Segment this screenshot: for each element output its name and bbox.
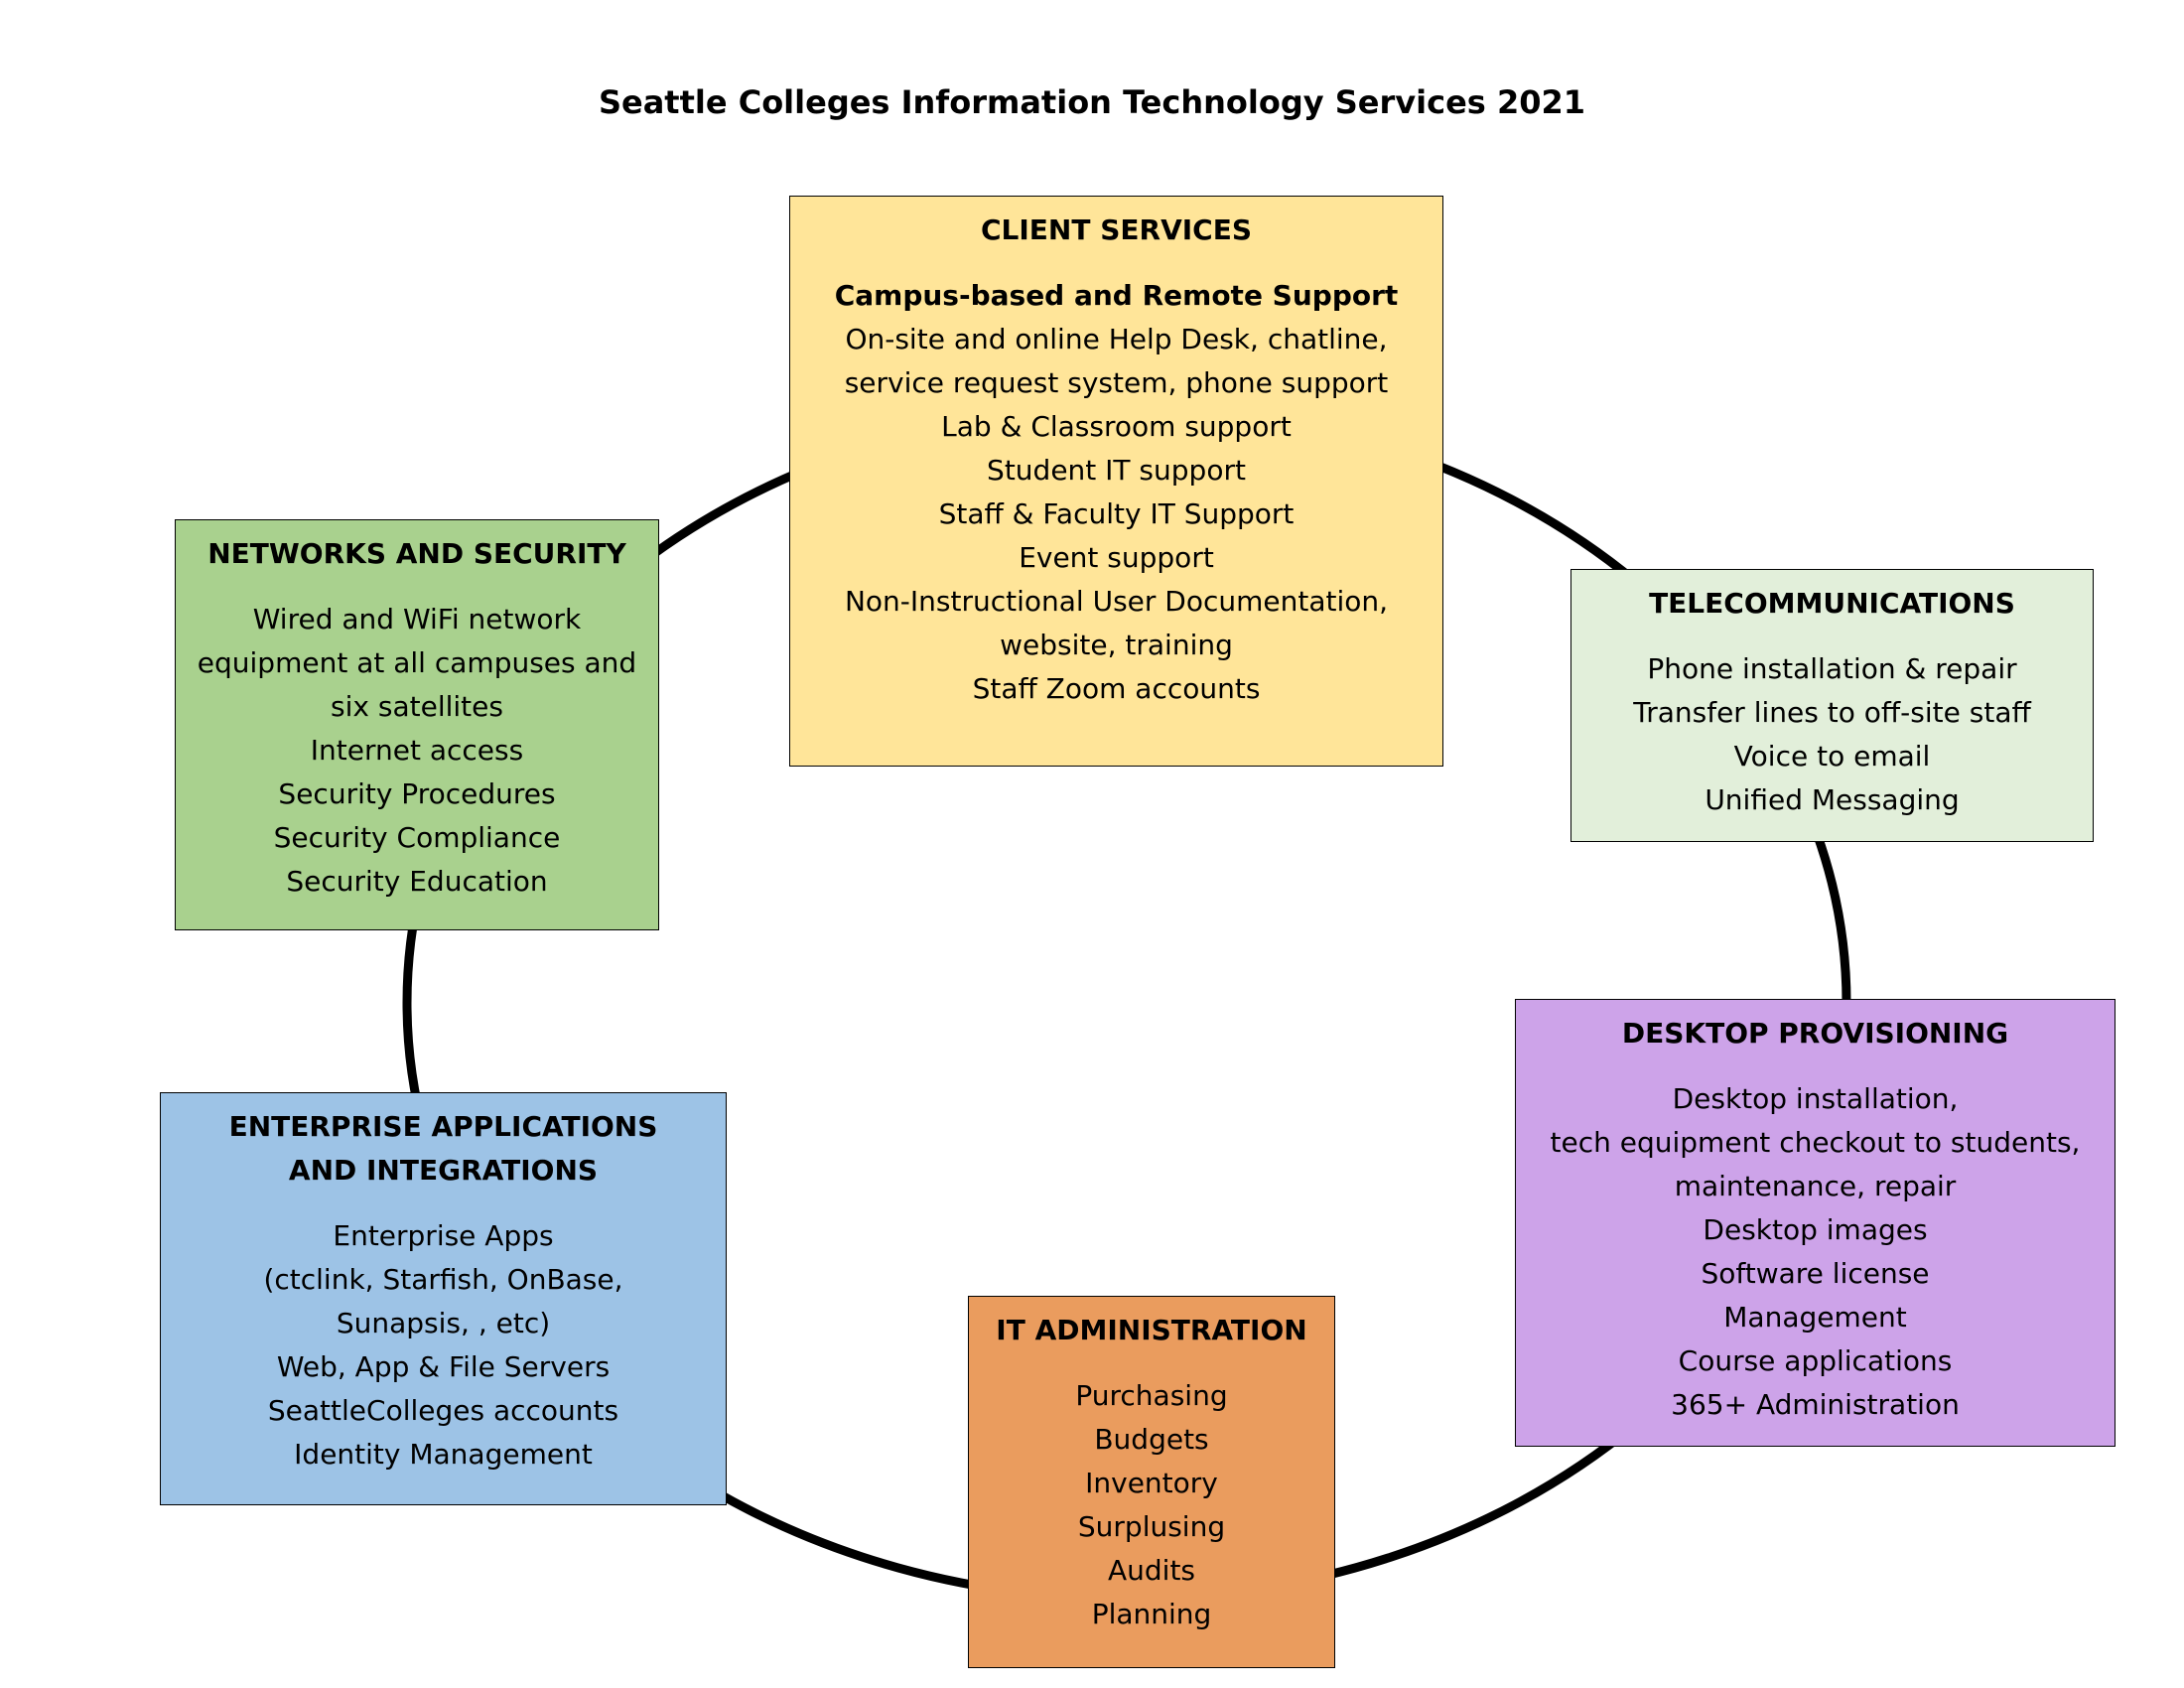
client-services-line: On-site and online Help Desk, chatline, [845,323,1388,355]
desktop-provisioning-line: Desktop images [1703,1213,1928,1246]
it-administration-line: Surplusing [1077,1510,1226,1543]
desktop-provisioning-line: Desktop installation, [1672,1082,1959,1115]
networks-security-heading: NETWORKS AND SECURITY [207,537,626,570]
desktop-provisioning-line: 365+ Administration [1671,1388,1960,1421]
desktop-provisioning-line: Course applications [1678,1344,1953,1377]
page-title: Seattle Colleges Information Technology … [598,83,1586,121]
client-services-line: service request system, phone support [844,366,1389,399]
client-services-line: Event support [1019,541,1214,574]
enterprise-applications-line: Sunapsis, , etc) [336,1307,551,1339]
enterprise-applications-heading-2: AND INTEGRATIONS [288,1154,599,1187]
enterprise-applications-line: (ctclink, Starfish, OnBase, [263,1263,623,1296]
desktop-provisioning-line: tech equipment checkout to students, [1550,1126,2081,1159]
networks-security-box: NETWORKS AND SECURITY Wired and WiFi net… [175,519,659,930]
enterprise-applications-heading: ENTERPRISE APPLICATIONS [228,1110,658,1143]
client-services-subheading: Campus-based and Remote Support [834,279,1399,312]
client-services-box: CLIENT SERVICES Campus-based and Remote … [789,196,1443,767]
desktop-provisioning-line: Management [1723,1301,1907,1334]
telecommunications-line: Voice to email [1733,740,1931,773]
telecommunications-box: TELECOMMUNICATIONS Phone installation & … [1570,569,2094,842]
client-services-line: Lab & Classroom support [941,410,1292,443]
enterprise-applications-line: Identity Management [294,1438,593,1471]
client-services-line: Non-Instructional User Documentation, [844,585,1389,618]
networks-security-line: Security Compliance [273,821,561,854]
telecommunications-line: Transfer lines to off-site staff [1633,696,2031,729]
networks-security-line: Internet access [310,734,524,767]
networks-security-line: six satellites [331,690,503,723]
it-administration-line: Budgets [1094,1423,1209,1456]
enterprise-applications-line: Enterprise Apps [333,1219,554,1252]
desktop-provisioning-box: DESKTOP PROVISIONING Desktop installatio… [1515,999,2116,1447]
enterprise-applications-line: SeattleColleges accounts [267,1394,619,1427]
it-administration-line: Purchasing [1075,1379,1228,1412]
networks-security-line: equipment at all campuses and [197,646,637,679]
networks-security-line: Wired and WiFi network [252,603,582,635]
networks-security-line: Security Education [286,865,548,898]
it-administration-heading: IT ADMINISTRATION [996,1314,1307,1346]
client-services-line: Staff Zoom accounts [972,672,1261,705]
desktop-provisioning-heading: DESKTOP PROVISIONING [1621,1017,2009,1050]
client-services-line: Staff & Faculty IT Support [938,497,1295,530]
enterprise-applications-box: ENTERPRISE APPLICATIONS AND INTEGRATIONS… [160,1092,727,1505]
it-administration-box: IT ADMINISTRATION Purchasing Budgets Inv… [968,1296,1335,1668]
client-services-line: Student IT support [987,454,1246,487]
networks-security-line: Security Procedures [278,777,556,810]
desktop-provisioning-line: Software license [1701,1257,1930,1290]
enterprise-applications-line: Web, App & File Servers [276,1350,611,1383]
client-services-line: website, training [1000,629,1233,661]
it-administration-line: Audits [1107,1554,1196,1587]
it-administration-line: Inventory [1085,1467,1218,1499]
desktop-provisioning-line: maintenance, repair [1674,1170,1957,1202]
it-administration-line: Planning [1091,1598,1212,1630]
telecommunications-line: Unified Messaging [1705,783,1960,816]
telecommunications-line: Phone installation & repair [1647,652,2017,685]
telecommunications-heading: TELECOMMUNICATIONS [1649,587,2015,620]
client-services-heading: CLIENT SERVICES [981,213,1252,246]
